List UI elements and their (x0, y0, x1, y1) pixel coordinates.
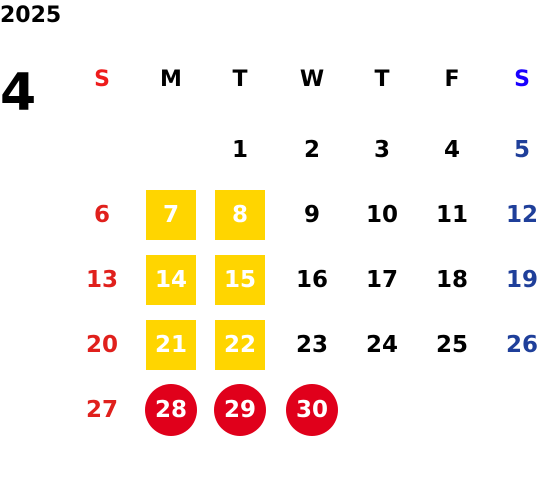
weekday-header-tue: T (232, 67, 248, 92)
day-cell-19[interactable]: 19 (505, 267, 538, 293)
month-label: 4 (0, 63, 37, 123)
day-cell-11[interactable]: 11 (435, 202, 468, 228)
weekday-header-thu: T (374, 67, 390, 92)
day-cell-17[interactable]: 17 (365, 267, 398, 293)
day-cell-10[interactable]: 10 (365, 202, 398, 228)
weekday-header-wed: W (299, 67, 325, 92)
day-cell-6[interactable]: 6 (93, 202, 110, 228)
weekday-header-sat: S (514, 67, 530, 92)
day-cell-13[interactable]: 13 (85, 267, 118, 293)
day-cell-30[interactable]: 30 (286, 384, 338, 436)
day-cell-2[interactable]: 2 (303, 137, 320, 163)
day-cell-23[interactable]: 23 (295, 332, 328, 358)
day-cell-9[interactable]: 9 (303, 202, 320, 228)
day-cell-14[interactable]: 14 (146, 255, 196, 305)
weekday-header-mon: M (160, 67, 182, 92)
day-cell-18[interactable]: 18 (435, 267, 468, 293)
day-cell-16[interactable]: 16 (295, 267, 328, 293)
day-cell-1[interactable]: 1 (231, 137, 248, 163)
day-cell-7[interactable]: 7 (146, 190, 196, 240)
day-cell-20[interactable]: 20 (85, 332, 118, 358)
day-cell-5[interactable]: 5 (513, 137, 530, 163)
day-cell-29[interactable]: 29 (214, 384, 266, 436)
day-cell-25[interactable]: 25 (435, 332, 468, 358)
day-cell-15[interactable]: 15 (215, 255, 265, 305)
day-cell-22[interactable]: 22 (215, 320, 265, 370)
day-cell-28[interactable]: 28 (145, 384, 197, 436)
day-cell-21[interactable]: 21 (146, 320, 196, 370)
day-cell-12[interactable]: 12 (505, 202, 538, 228)
day-cell-8[interactable]: 8 (215, 190, 265, 240)
day-cell-26[interactable]: 26 (505, 332, 538, 358)
day-cell-3[interactable]: 3 (373, 137, 390, 163)
weekday-header-fri: F (444, 67, 460, 92)
day-cell-27[interactable]: 27 (85, 397, 118, 423)
day-cell-24[interactable]: 24 (365, 332, 398, 358)
weekday-header-sun: S (94, 67, 110, 92)
year-label: 2025 (0, 3, 62, 28)
day-cell-4[interactable]: 4 (443, 137, 460, 163)
